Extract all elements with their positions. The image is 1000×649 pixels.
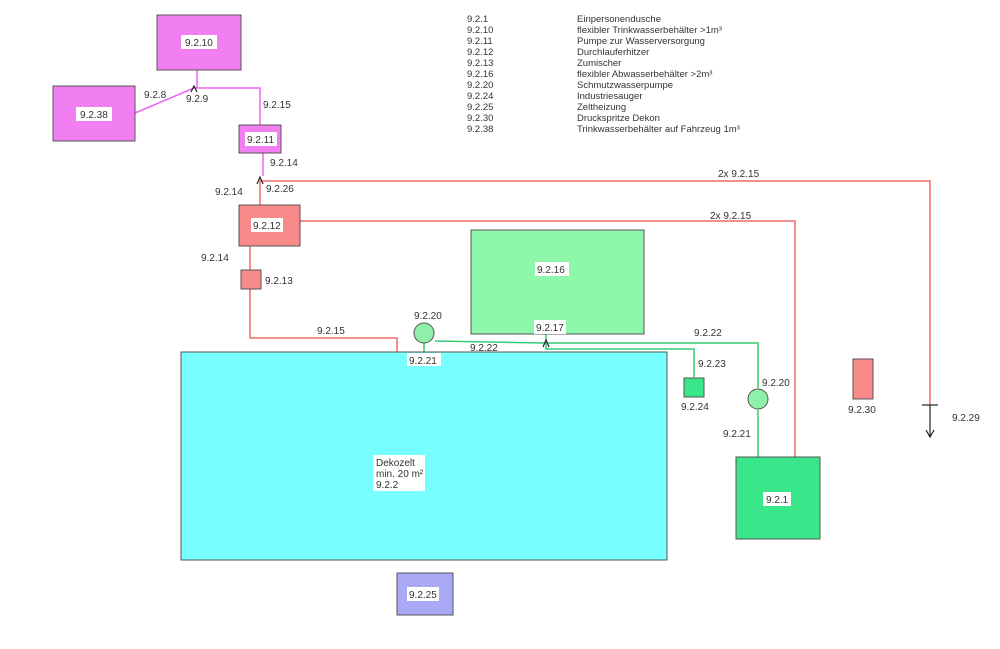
line-label-2x-9-2-15-outer: 2x 9.2.15 — [718, 169, 760, 180]
box-9-2-30[interactable] — [852, 358, 874, 400]
label-9-2-38: 9.2.38 — [80, 110, 108, 121]
label-9-2-1: 9.2.1 — [766, 495, 789, 506]
line-label-9-2-14-c: 9.2.14 — [201, 253, 229, 264]
legend-description: flexibler Abwasserbehälter >2m³ — [577, 69, 713, 80]
arrow-head-icon — [925, 429, 935, 439]
legend-code: 9.2.1 — [467, 14, 489, 25]
pump-9-2-20-left[interactable] — [413, 322, 435, 344]
legend-row: 9.2.20 Schmutzwasserpumpe — [467, 80, 740, 91]
legend-row: 9.2.24 Industriesauger — [467, 91, 740, 102]
waste-water-lines — [423, 328, 759, 457]
label-9-2-24: 9.2.24 — [681, 402, 709, 413]
line-label-9-2-14-a: 9.2.14 — [270, 158, 298, 169]
legend-code: 9.2.13 — [467, 58, 494, 69]
box-9-2-24[interactable] — [683, 377, 705, 398]
line-label-9-2-14-b: 9.2.14 — [215, 187, 243, 198]
line-label-9-2-8: 9.2.8 — [144, 90, 167, 101]
line-label-9-2-22-a: 9.2.22 — [470, 343, 498, 354]
legend-code: 9.2.11 — [467, 36, 493, 47]
legend-row: 9.2.1 Einpersonendusche — [467, 14, 740, 25]
legend-description: Schmutzwasserpumpe — [577, 80, 674, 91]
legend-row: 9.2.10 flexibler Trinkwasserbehälter >1m³ — [467, 25, 740, 36]
label-9-2-10: 9.2.10 — [185, 38, 213, 49]
legend-code: 9.2.25 — [467, 102, 494, 113]
line-label-9-2-26: 9.2.26 — [266, 184, 294, 195]
pipe-9-2-8-9-2-15 — [134, 87, 261, 125]
line-label-9-2-21-b: 9.2.21 — [723, 429, 751, 440]
legend-description: Pumpe zur Wasserversorgung — [577, 36, 705, 47]
line-label-9-2-15-b: 9.2.15 — [317, 326, 345, 337]
tent-label-line2: min. 20 m² — [376, 469, 424, 480]
legend-row: 9.2.16 flexibler Abwasserbehälter >2m³ — [467, 69, 740, 80]
label-9-2-12: 9.2.12 — [253, 221, 281, 232]
label-9-2-25: 9.2.25 — [409, 590, 437, 601]
legend-code: 9.2.38 — [467, 124, 494, 135]
legend-code: 9.2.10 — [467, 25, 494, 36]
potable-lines — [134, 70, 264, 176]
legend-row: 9.2.38 Trinkwasserbehälter auf Fahrzeug 1… — [467, 124, 740, 135]
tent-label-line3: 9.2.2 — [376, 480, 399, 491]
legend-code: 9.2.12 — [467, 47, 494, 58]
label-9-2-13: 9.2.13 — [265, 276, 293, 287]
line-label-9-2-20-a: 9.2.20 — [414, 311, 442, 322]
junction-9-2-26-icon — [256, 175, 264, 185]
line-label-2x-9-2-15-inner: 2x 9.2.15 — [710, 211, 752, 222]
pipe-9-2-23 — [545, 343, 695, 377]
legend-description: Einpersonendusche — [577, 14, 661, 25]
junction-9-2-9-icon — [190, 84, 198, 93]
pipe-9-2-22 — [434, 340, 759, 388]
legend-row: 9.2.30 Druckspritze Dekon — [467, 113, 740, 124]
label-9-2-16: 9.2.16 — [537, 265, 565, 276]
legend-row: 9.2.25 Zeltheizung — [467, 102, 740, 113]
box-9-2-13[interactable] — [240, 269, 262, 290]
pipe-2x-9-2-15-inner — [300, 220, 796, 457]
line-label-9-2-29: 9.2.29 — [952, 413, 980, 424]
legend: 9.2.1 Einpersonendusche 9.2.10 flexibler Tr… — [467, 14, 740, 135]
pump-9-2-20-right[interactable] — [747, 388, 769, 410]
legend-description: flexibler Trinkwasserbehälter >1m³ — [577, 25, 722, 36]
junction-9-2-17-icon — [542, 338, 550, 348]
label-9-2-30: 9.2.30 — [848, 405, 876, 416]
legend-code: 9.2.24 — [467, 91, 494, 102]
pipe-9-2-15-to-tent — [249, 289, 398, 352]
legend-description: Industriesauger — [577, 91, 643, 102]
legend-code: 9.2.16 — [467, 69, 494, 80]
legend-row: 9.2.13 Zumischer — [467, 58, 740, 69]
line-label-9-2-22-b: 9.2.22 — [694, 328, 722, 339]
box-9-2-16[interactable] — [470, 229, 645, 335]
legend-description: Zeltheizung — [577, 102, 627, 113]
legend-row: 9.2.12 Durchlauferhitzer — [467, 47, 740, 58]
pipe-2x-9-2-15-outer — [259, 180, 931, 405]
tent-label-line1: Dekozelt — [376, 458, 415, 469]
line-label-9-2-20-b: 9.2.20 — [762, 378, 790, 389]
legend-description: Zumischer — [577, 58, 622, 69]
line-label-9-2-15-a: 9.2.15 — [263, 100, 291, 111]
legend-row: 9.2.11 Pumpe zur Wasserversorgung — [467, 36, 740, 47]
legend-description: Trinkwasserbehälter auf Fahrzeug 1m³ — [577, 124, 740, 135]
label-9-2-11: 9.2.11 — [247, 135, 274, 146]
legend-description: Durchlauferhitzer — [577, 47, 650, 58]
line-label-9-2-9: 9.2.9 — [186, 94, 209, 105]
label-9-2-21-top: 9.2.21 — [409, 356, 437, 367]
hot-water-lines — [249, 180, 931, 457]
legend-code: 9.2.20 — [467, 80, 494, 91]
legend-description: Druckspritze Dekon — [577, 113, 660, 124]
legend-code: 9.2.30 — [467, 113, 494, 124]
line-label-9-2-23: 9.2.23 — [698, 359, 726, 370]
label-9-2-17: 9.2.17 — [536, 323, 564, 334]
